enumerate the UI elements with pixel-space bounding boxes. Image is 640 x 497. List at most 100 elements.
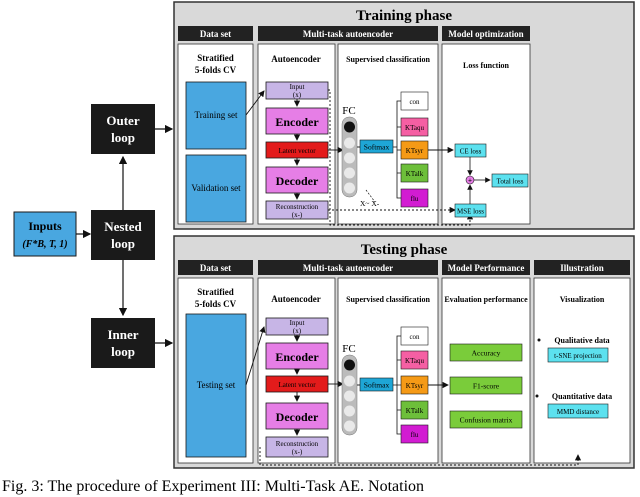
tsne-box bbox=[547, 347, 609, 363]
mmd-box bbox=[547, 403, 609, 419]
accuracy-label: Accuracy bbox=[472, 349, 501, 358]
figure-caption: Fig. 3: The procedure of Experiment III:… bbox=[2, 478, 424, 495]
training-autoencoder-title: Autoencoder bbox=[271, 54, 321, 64]
testing-header-mtae: Multi-task autoencoder bbox=[303, 263, 393, 273]
testing-header-mtae-bg bbox=[258, 260, 438, 275]
testing-supervised-title: Supervised classification bbox=[346, 295, 430, 304]
t-softmax-to-classes-lines bbox=[393, 335, 401, 435]
testing-input-var: (x) bbox=[293, 327, 302, 335]
testing-fc-node-4 bbox=[344, 405, 355, 417]
testing-header-illus: Illustration bbox=[560, 263, 604, 273]
mse-loss-box bbox=[454, 203, 487, 218]
training-class-con-label: con bbox=[409, 98, 420, 106]
testing-softmax-box bbox=[359, 377, 394, 392]
evaluation-performance-title: Evaluation performance bbox=[444, 295, 528, 304]
testing-fc-label: FC bbox=[342, 343, 355, 355]
training-header-optim-bg bbox=[442, 26, 530, 41]
inner-loop-line1: Inner bbox=[107, 327, 138, 342]
mmd-label: MMD distance bbox=[557, 408, 599, 416]
tsne-label: t-SNE projection bbox=[554, 352, 602, 360]
training-stratified-2: 5-folds CV bbox=[195, 65, 237, 75]
training-stratified-1: Stratified bbox=[197, 53, 234, 63]
testing-header-perf-bg bbox=[442, 260, 530, 275]
training-class-flu-label: flu bbox=[411, 195, 419, 203]
training-softmax-label: Softmax bbox=[364, 143, 390, 152]
training-header-mtae: Multi-task autoencoder bbox=[303, 29, 393, 39]
training-loss-function-title: Loss function bbox=[463, 61, 510, 70]
training-class-ktsyr-label: KTsyr bbox=[406, 147, 424, 155]
training-phase: Training phase Data set Multi-task autoe… bbox=[173, 1, 635, 230]
testing-class-ktsyr-label: KTsyr bbox=[406, 382, 424, 390]
training-softmax-box bbox=[359, 139, 394, 154]
outer-loop-line1: Outer bbox=[106, 113, 139, 128]
training-class-ktalk-label: KTalk bbox=[406, 170, 424, 178]
training-fc-node-5 bbox=[344, 182, 355, 194]
testing-class-flu-label: flu bbox=[411, 431, 419, 439]
testing-phase: Testing phase Data set Multi-task autoen… bbox=[173, 235, 635, 469]
testing-encoder-box bbox=[265, 342, 329, 370]
ce-loss-label: CE loss bbox=[460, 148, 482, 156]
testing-class-ktaqu-label: KTaqu bbox=[405, 357, 424, 365]
training-input-label: Input bbox=[290, 83, 305, 91]
testing-title: Testing phase bbox=[361, 242, 448, 258]
inner-loop-box: Inner loop bbox=[91, 318, 155, 368]
validation-set-box bbox=[185, 154, 247, 223]
training-set-box bbox=[185, 81, 247, 150]
testing-softmax-label: Softmax bbox=[364, 381, 390, 390]
training-reconstruction-var: (x-) bbox=[292, 211, 303, 219]
training-header-optim: Model optimization bbox=[448, 29, 523, 39]
training-input-var: (x) bbox=[293, 91, 302, 99]
testing-header-illus-bg bbox=[534, 260, 630, 275]
testing-class-con-label: con bbox=[409, 333, 420, 341]
testing-reconstruction-var: (x-) bbox=[292, 448, 303, 456]
testing-set-box bbox=[185, 313, 247, 458]
inner-loop-line2: loop bbox=[111, 344, 135, 359]
training-set-label: Training set bbox=[195, 110, 238, 120]
xx-dotted-line bbox=[365, 189, 376, 203]
outer-loop-line2: loop bbox=[111, 130, 135, 145]
inputs-label: Inputs bbox=[28, 219, 62, 233]
ce-loss-box bbox=[454, 143, 487, 158]
validation-set-label: Validation set bbox=[191, 183, 241, 193]
testing-reconstruction-label: Reconstruction bbox=[276, 440, 319, 448]
mse-loss-label: MSE loss bbox=[457, 208, 484, 216]
training-encoder-box bbox=[265, 107, 329, 135]
input-to-mse-dotted bbox=[328, 89, 474, 226]
training-class-ktaqu-label: KTaqu bbox=[405, 124, 424, 132]
testing-header-perf: Model Performance bbox=[448, 263, 525, 273]
qualitative-label: Qualitative data bbox=[554, 336, 609, 345]
testing-set-label: Testing set bbox=[197, 380, 236, 390]
qualitative-bullet bbox=[537, 338, 541, 342]
testing-stratified-2: 5-folds CV bbox=[195, 299, 237, 309]
training-latent-label: Latent vector bbox=[278, 147, 316, 155]
training-header-mtae-bg bbox=[258, 26, 438, 41]
training-fc-node-2 bbox=[344, 137, 355, 149]
testing-dotted-loop bbox=[259, 447, 582, 466]
training-fc-node-4 bbox=[344, 167, 355, 179]
f1-score-label: F1-score bbox=[473, 382, 500, 391]
nested-loop-box: Nested loop bbox=[91, 210, 155, 260]
testing-encoder-label: Encoder bbox=[275, 350, 319, 364]
inputs-box: Inputs (F*B, T, 1) bbox=[13, 211, 77, 257]
training-reconstruction-label: Reconstruction bbox=[276, 203, 319, 211]
training-xx-label: X~ X- bbox=[360, 199, 380, 208]
testing-fc-node-5 bbox=[344, 420, 355, 432]
testing-decoder-box bbox=[265, 402, 329, 430]
testing-input-label: Input bbox=[290, 319, 305, 327]
visualization-title: Visualization bbox=[560, 295, 605, 304]
testing-stratified-1: Stratified bbox=[197, 287, 234, 297]
training-header-dataset: Data set bbox=[200, 29, 231, 39]
testing-fc-node-3 bbox=[344, 390, 355, 402]
quantitative-bullet bbox=[535, 394, 539, 398]
total-loss-box bbox=[491, 173, 529, 188]
testing-header-dataset: Data set bbox=[200, 263, 231, 273]
outer-loop-box: Outer loop bbox=[91, 104, 155, 154]
inputs-shape: (F*B, T, 1) bbox=[22, 239, 67, 250]
testing-fc-node-1 bbox=[344, 359, 355, 371]
softmax-to-classes-lines bbox=[393, 100, 401, 199]
training-decoder-label: Decoder bbox=[276, 174, 319, 188]
testing-fc-node-2 bbox=[344, 375, 355, 387]
testing-latent-label: Latent vector bbox=[278, 381, 316, 389]
training-decoder-box bbox=[265, 166, 329, 194]
